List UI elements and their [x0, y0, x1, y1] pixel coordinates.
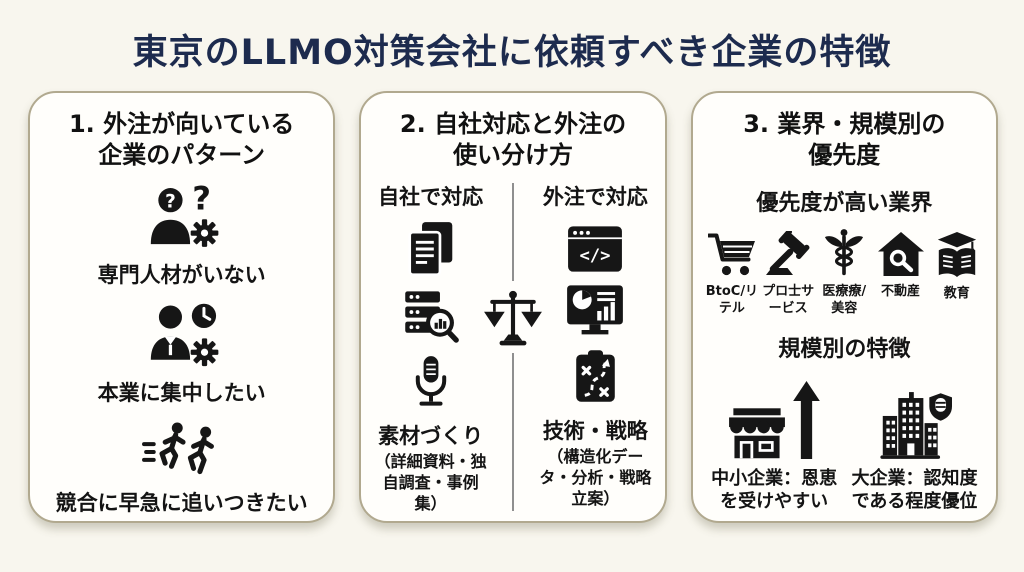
industry-item-medical: 医療療/美容	[817, 231, 871, 317]
database-search-icon	[403, 288, 459, 344]
outsource-label: 技術・戦略 （構造化データ・分析・戦略立案）	[536, 415, 655, 509]
strategy-clipboard-icon	[573, 349, 618, 403]
caduceus-icon	[824, 228, 864, 277]
pattern-label: 本業に集中したい	[97, 381, 266, 406]
education-book-icon	[934, 231, 980, 279]
house-key-icon	[877, 231, 925, 277]
gavel-icon	[764, 231, 812, 277]
pattern-label: 専門人材がいない	[97, 263, 266, 288]
inhouse-icons	[403, 221, 459, 408]
industry-list: BtoC/リテル プロ士サービス 医療療/美容 不動産 教育	[703, 231, 986, 317]
pattern-label: 競合に早急に追いつきたい	[55, 491, 308, 516]
enterprise-icon-group	[878, 377, 952, 459]
inhouse-outsource-comparison: 自社で対応 素材づくり （詳細資料・独自調査・事例集） 外注で対応	[371, 181, 654, 514]
sme-item: 中小企業：恩恵を受けやすい	[707, 377, 842, 514]
card2-title-line2: 使い分け方	[452, 141, 573, 170]
buildings-icon shield-database-icon	[878, 392, 952, 459]
industry-item-retail: BtoC/リテル	[705, 231, 759, 317]
inhouse-label-title: 素材づくり	[378, 424, 484, 449]
card1-title: 1. 外注が向いている 企業のパターン	[69, 109, 294, 171]
industry-label: 医療療/美容	[822, 284, 867, 316]
sme-label: 中小企業：恩恵を受けやすい	[711, 467, 838, 513]
industry-header: 優先度が高い業界	[756, 191, 933, 217]
businessman-clock-gear-icon	[145, 302, 219, 369]
card-outsourcing-patterns: 1. 外注が向いている 企業のパターン 専門人材がいない 本業に集中したい 競合…	[28, 91, 336, 523]
scale-header: 規模別の特徴	[778, 336, 911, 362]
inhouse-header: 自社で対応	[378, 185, 484, 210]
industry-label: BtoC/リテル	[705, 284, 759, 316]
inhouse-label: 素材づくり （詳細資料・独自調査・事例集）	[371, 420, 490, 514]
outsource-column: 外注で対応 技術・戦略 （構造化データ・分析・戦略立案）	[536, 181, 655, 514]
outsource-icons	[566, 221, 624, 403]
running-people-icon	[141, 420, 223, 479]
card-inhouse-vs-outsource: 2. 自社対応と外注の 使い分け方 自社で対応 素材づくり （詳細資料・独自調査…	[359, 91, 667, 523]
microphone-icon	[412, 355, 450, 408]
divider-line-bottom	[511, 353, 514, 511]
card1-title-line1: 1. 外注が向いている	[68, 110, 295, 138]
enterprise-item: 大企業：認知度である程度優位	[847, 377, 982, 514]
person-question-gear-icon	[145, 184, 219, 251]
industry-label: 不動産	[880, 284, 920, 300]
industry-label: プロ士サービス	[762, 284, 815, 316]
industry-label: 教育	[943, 286, 970, 302]
card2-title: 2. 自社対応と外注の 使い分け方	[400, 109, 626, 171]
industry-item-education: 教育	[929, 231, 983, 317]
shopping-cart-icon	[708, 231, 756, 277]
card-industry-priority: 3. 業界・規模別の 優先度 優先度が高い業界 BtoC/リテル プロ士サービス…	[690, 91, 998, 523]
page-title: 東京のLLMO対策会社に依頼すべき企業の特徴	[132, 33, 892, 73]
comparison-divider	[490, 181, 536, 514]
documents-icon	[405, 221, 457, 277]
sme-icon-group	[728, 377, 820, 459]
up-arrow-icon	[793, 381, 820, 459]
balance-scale-icon	[482, 289, 544, 347]
industry-item-realestate: 不動産	[873, 231, 927, 317]
inhouse-label-sub: （詳細資料・独自調査・事例集）	[374, 452, 487, 513]
analytics-monitor-icon	[566, 284, 624, 338]
outsource-header: 外注で対応	[542, 185, 648, 210]
storefront-icon	[728, 407, 786, 459]
divider-line-top	[511, 183, 514, 282]
card1-title-line2: 企業のパターン	[98, 141, 266, 170]
pattern-item-no-experts: 専門人材がいない	[98, 184, 266, 289]
card3-title-line1: 3. 業界・規模別の	[743, 110, 946, 138]
card3-title-line2: 優先度	[808, 141, 881, 170]
scale-comparison: 中小企業：恩恵を受けやすい 大企業：認知度である程度優位	[703, 377, 986, 514]
pattern-item-catch-up: 競合に早急に追いつきたい	[56, 420, 308, 517]
code-window-icon	[567, 225, 623, 273]
industry-item-professional: プロ士サービス	[761, 231, 815, 317]
card2-title-line1: 2. 自社対応と外注の	[399, 110, 627, 138]
outsource-label-sub: （構造化データ・分析・戦略立案）	[539, 447, 652, 508]
cards-row: 1. 外注が向いている 企業のパターン 専門人材がいない 本業に集中したい 競合…	[0, 75, 1024, 523]
enterprise-label: 大企業：認知度である程度優位	[851, 467, 978, 513]
pattern-item-focus-core: 本業に集中したい	[98, 302, 266, 407]
inhouse-column: 自社で対応 素材づくり （詳細資料・独自調査・事例集）	[371, 181, 490, 514]
outsource-label-title: 技術・戦略	[542, 419, 648, 444]
card3-title: 3. 業界・規模別の 優先度	[743, 109, 945, 171]
